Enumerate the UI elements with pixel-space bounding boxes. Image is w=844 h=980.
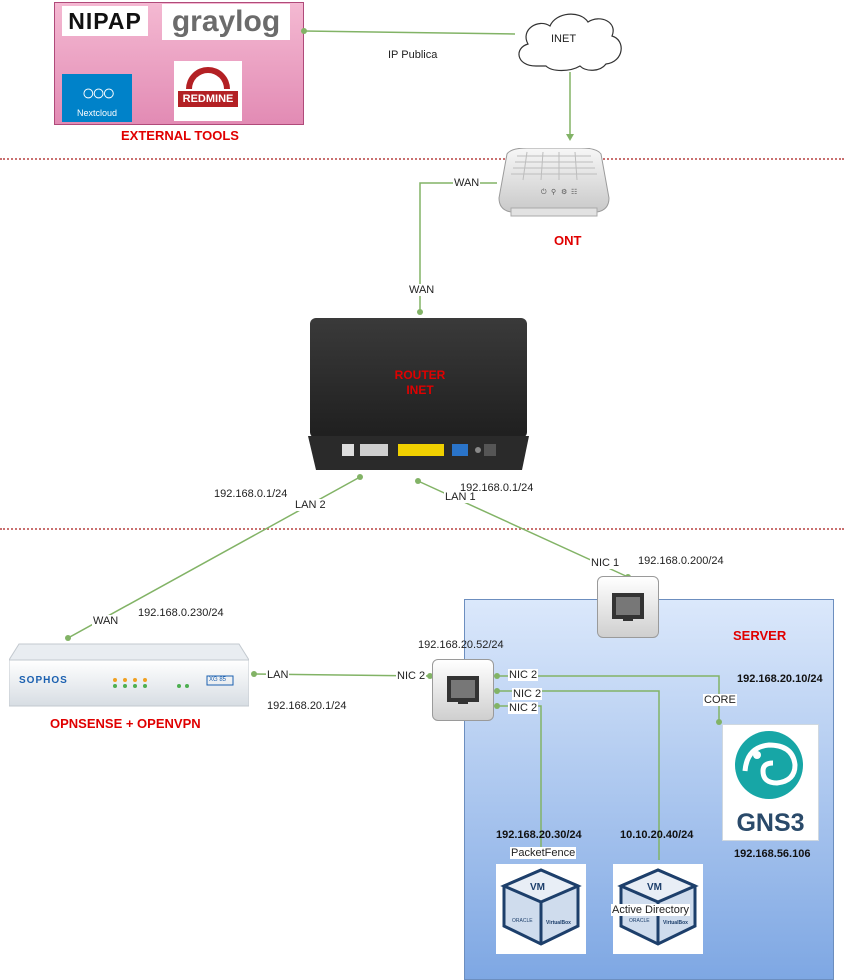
nic2-c-label: NIC 2	[508, 702, 539, 714]
inet-label: INET	[551, 33, 577, 45]
switch-nic-port	[432, 659, 494, 721]
svg-text:⚙: ⚙	[561, 188, 567, 196]
ethernet-port-icon	[612, 593, 644, 621]
router-label: ROUTER INET	[386, 368, 454, 398]
gns3-ip: 192.168.56.106	[734, 848, 811, 860]
ont-title: ONT	[554, 233, 582, 248]
firewall-model: XG 85	[209, 677, 227, 683]
server-nic-ip: 192.168.0.200/24	[638, 555, 724, 567]
nic2-left-label: NIC 2	[396, 670, 427, 682]
fw-lan-ip: 192.168.20.1/24	[267, 700, 347, 712]
ont-device-icon: ⏻ ⚲ ⚙ ☷	[498, 148, 610, 217]
svg-text:⚲: ⚲	[551, 188, 556, 196]
link-switch-ad	[497, 690, 660, 860]
cloud-icon	[518, 13, 622, 72]
nipap-logo: NIPAP	[62, 6, 148, 36]
redmine-name: REDMINE	[178, 91, 238, 107]
core-label: CORE	[703, 694, 737, 706]
nextcloud-logo: ○○○ Nextcloud	[62, 74, 132, 122]
ethernet-port-icon	[447, 676, 479, 704]
router-device-icon	[308, 318, 529, 470]
fw-lan-label: LAN	[266, 669, 290, 681]
separator-middle	[0, 528, 844, 530]
server-nic-port	[597, 576, 659, 638]
active-directory-name: Active Directory	[611, 904, 691, 916]
graylog-logo: graylog	[162, 4, 290, 40]
active-directory-ip: 10.10.20.40/24	[620, 829, 694, 841]
lan2-ip-label: 192.168.0.1/24	[214, 488, 288, 500]
redmine-logo: REDMINE	[174, 61, 242, 121]
firewall-device-icon	[9, 643, 249, 707]
firewall-title: OPNSENSE + OPENVPN	[50, 716, 201, 731]
lan1-ip-label: 192.168.0.1/24	[460, 482, 534, 494]
link-switch-gns3	[497, 675, 720, 722]
ont-wan-label: WAN	[453, 177, 481, 189]
gns3-node: GNS3	[722, 724, 819, 841]
fw-wan-ip: 192.168.0.230/24	[138, 607, 224, 619]
svg-text:VM: VM	[530, 882, 545, 893]
router-wan-label: WAN	[408, 284, 436, 296]
lan1-label: LAN 1	[444, 491, 477, 503]
packetfence-vendor: ORACLE	[512, 918, 533, 924]
router-label-line2: INET	[406, 383, 434, 397]
gns3-label: GNS3	[736, 809, 805, 837]
packetfence-ip: 192.168.20.30/24	[496, 829, 582, 841]
packetfence-name: PacketFence	[510, 847, 577, 859]
router-label-line1: ROUTER	[394, 368, 446, 382]
separator-top	[0, 158, 844, 160]
chameleon-icon	[735, 731, 803, 799]
external-tools-title: EXTERNAL TOOLS	[121, 128, 239, 143]
sophos-brand: SOPHOS	[19, 675, 68, 686]
redmine-arc-icon	[186, 67, 230, 89]
fw-wan-label: WAN	[92, 615, 120, 627]
nic2-b-label: NIC 2	[512, 688, 543, 700]
active-directory-vendor: ORACLE	[629, 918, 650, 924]
packetfence-product: VirtualBox	[546, 920, 571, 926]
virtualbox-packetfence-icon: VM ORACLE VirtualBox	[496, 864, 586, 954]
svg-text:☷: ☷	[571, 189, 577, 196]
nextcloud-rings-icon: ○○○	[81, 80, 116, 105]
ip-publica-label: IP Publica	[388, 49, 438, 61]
link-tools-inet	[303, 30, 516, 35]
nextcloud-name: Nextcloud	[76, 108, 118, 118]
nic2-a-label: NIC 2	[508, 669, 539, 681]
active-directory-product: VirtualBox	[663, 920, 688, 926]
svg-text:⏻: ⏻	[541, 188, 547, 196]
lan2-label: LAN 2	[294, 499, 327, 511]
core-ip: 192.168.20.10/24	[737, 673, 823, 685]
switch-nic-ip: 192.168.20.52/24	[418, 639, 504, 651]
server-zone-title: SERVER	[733, 628, 787, 643]
nic1-label: NIC 1	[590, 557, 621, 569]
svg-text:VM: VM	[647, 882, 662, 893]
